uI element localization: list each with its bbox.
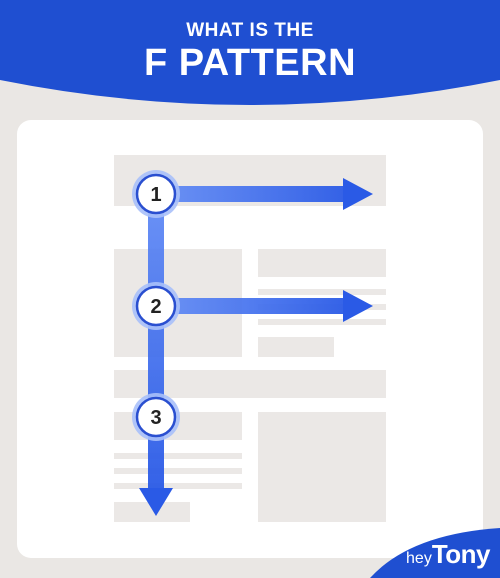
horizontal-arrow-1-head: [343, 178, 373, 210]
step-badge-3: 3: [132, 393, 180, 441]
wireframe-heading-block: [258, 249, 386, 277]
header-banner: WHAT IS THE F PATTERN: [0, 0, 500, 110]
logo-wordmark: heyTony: [406, 539, 490, 570]
horizontal-arrow-2-shaft: [167, 298, 347, 314]
horizontal-arrow-1-shaft: [167, 186, 347, 202]
page-layout-card: 1 2 3: [17, 120, 483, 558]
header-title: F PATTERN: [143, 42, 357, 84]
step-number-1: 1: [150, 184, 161, 206]
wireframe-side-image-block: [258, 412, 386, 522]
logo-name: Tony: [431, 539, 491, 569]
wireframe-text-line: [114, 483, 242, 489]
f-pattern-diagram: 1 2 3: [114, 155, 386, 522]
logo-prefix: hey: [406, 550, 432, 567]
step-number-2: 2: [150, 296, 161, 318]
wireframe-text-line: [114, 453, 242, 459]
header-subtitle: WHAT IS THE: [186, 20, 314, 41]
wireframe-footer-block: [114, 502, 190, 522]
horizontal-arrow-2-head: [343, 290, 373, 322]
brand-logo: heyTony: [370, 528, 500, 578]
wireframe-text-line: [114, 468, 242, 474]
logo-background: [370, 528, 500, 578]
step-badge-2: 2: [132, 282, 180, 330]
wireframe-text-line: [258, 289, 386, 295]
step-number-3: 3: [150, 407, 161, 429]
vertical-arrow-shaft: [148, 194, 164, 490]
wireframe-text-line: [258, 319, 386, 325]
vertical-arrow-head: [139, 488, 173, 516]
header-background: [0, 0, 500, 105]
wireframe-button-block: [258, 337, 334, 357]
step-badge-1: 1: [132, 170, 180, 218]
